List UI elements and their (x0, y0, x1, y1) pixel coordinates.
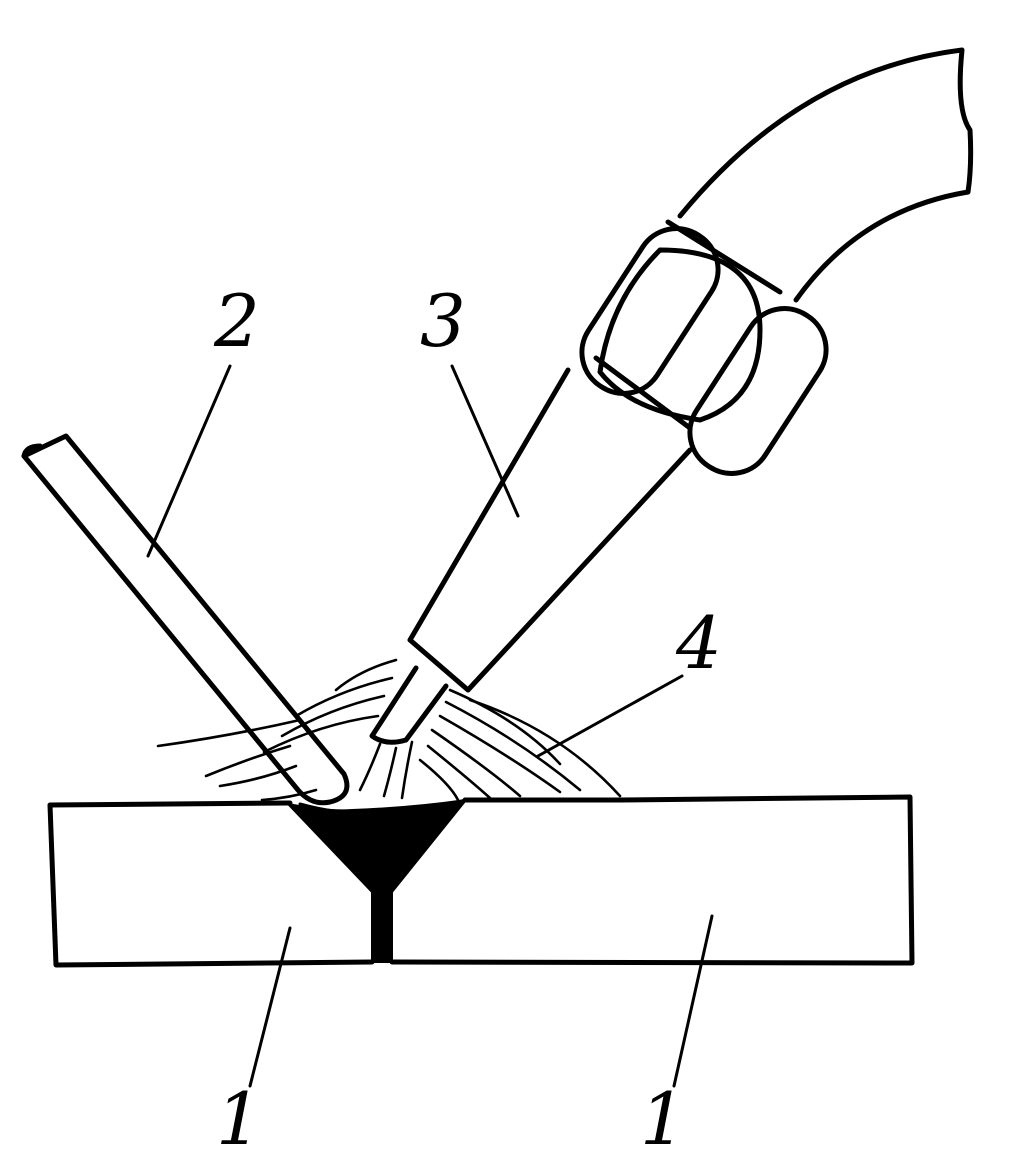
leader-line-1-left (248, 926, 292, 1088)
label-plate-right: 1 (640, 1077, 686, 1160)
part-labels: 2 3 4 1 1 (213, 279, 722, 1160)
torch-nut-right-cap (687, 306, 829, 476)
leader-line-3 (450, 364, 520, 518)
flame-stroke (218, 764, 298, 788)
flame-stroke (400, 740, 414, 800)
workpiece-plates (47, 794, 915, 968)
leader-line-1-right (672, 914, 714, 1088)
flame-lines (156, 658, 622, 802)
flame-stroke (426, 744, 492, 800)
weld-v-groove (285, 798, 469, 963)
leader-line-2 (146, 364, 232, 558)
plate-left (47, 800, 375, 968)
torch-nozzle (369, 665, 449, 745)
torch-nut-left-cap (579, 226, 721, 396)
filler-rod (21, 433, 350, 806)
welding-torch (369, 47, 974, 745)
weld-bead (285, 798, 469, 963)
flame-stroke (430, 728, 522, 798)
torch-nut-face (597, 247, 763, 423)
flame-stroke (438, 714, 562, 794)
label-filler-rod: 2 (213, 279, 260, 363)
flame-stroke (382, 746, 398, 798)
plate-right (389, 794, 915, 966)
flame-stroke (444, 700, 582, 792)
flame-stroke (358, 742, 382, 792)
flame-stroke (468, 698, 622, 798)
flame-stroke (262, 714, 380, 754)
flame-stroke (204, 744, 292, 778)
weld-pool-surface (298, 798, 467, 816)
flame-stroke (156, 718, 302, 748)
leader-line-4 (536, 674, 684, 758)
label-flame: 4 (675, 601, 722, 685)
leader-lines (146, 364, 714, 1088)
flame-stroke (260, 788, 318, 802)
torch-neck (677, 47, 974, 303)
flame-stroke (418, 758, 460, 802)
flame-stroke (334, 658, 398, 692)
flame-stroke (280, 694, 386, 738)
label-torch: 3 (420, 279, 466, 363)
filler-rod-outline (21, 433, 350, 806)
filler-rod-tip (21, 443, 43, 459)
label-plate-left: 1 (216, 1077, 262, 1160)
flame-stroke (448, 688, 562, 766)
flame-stroke (294, 676, 394, 718)
torch-barrel (407, 367, 693, 693)
